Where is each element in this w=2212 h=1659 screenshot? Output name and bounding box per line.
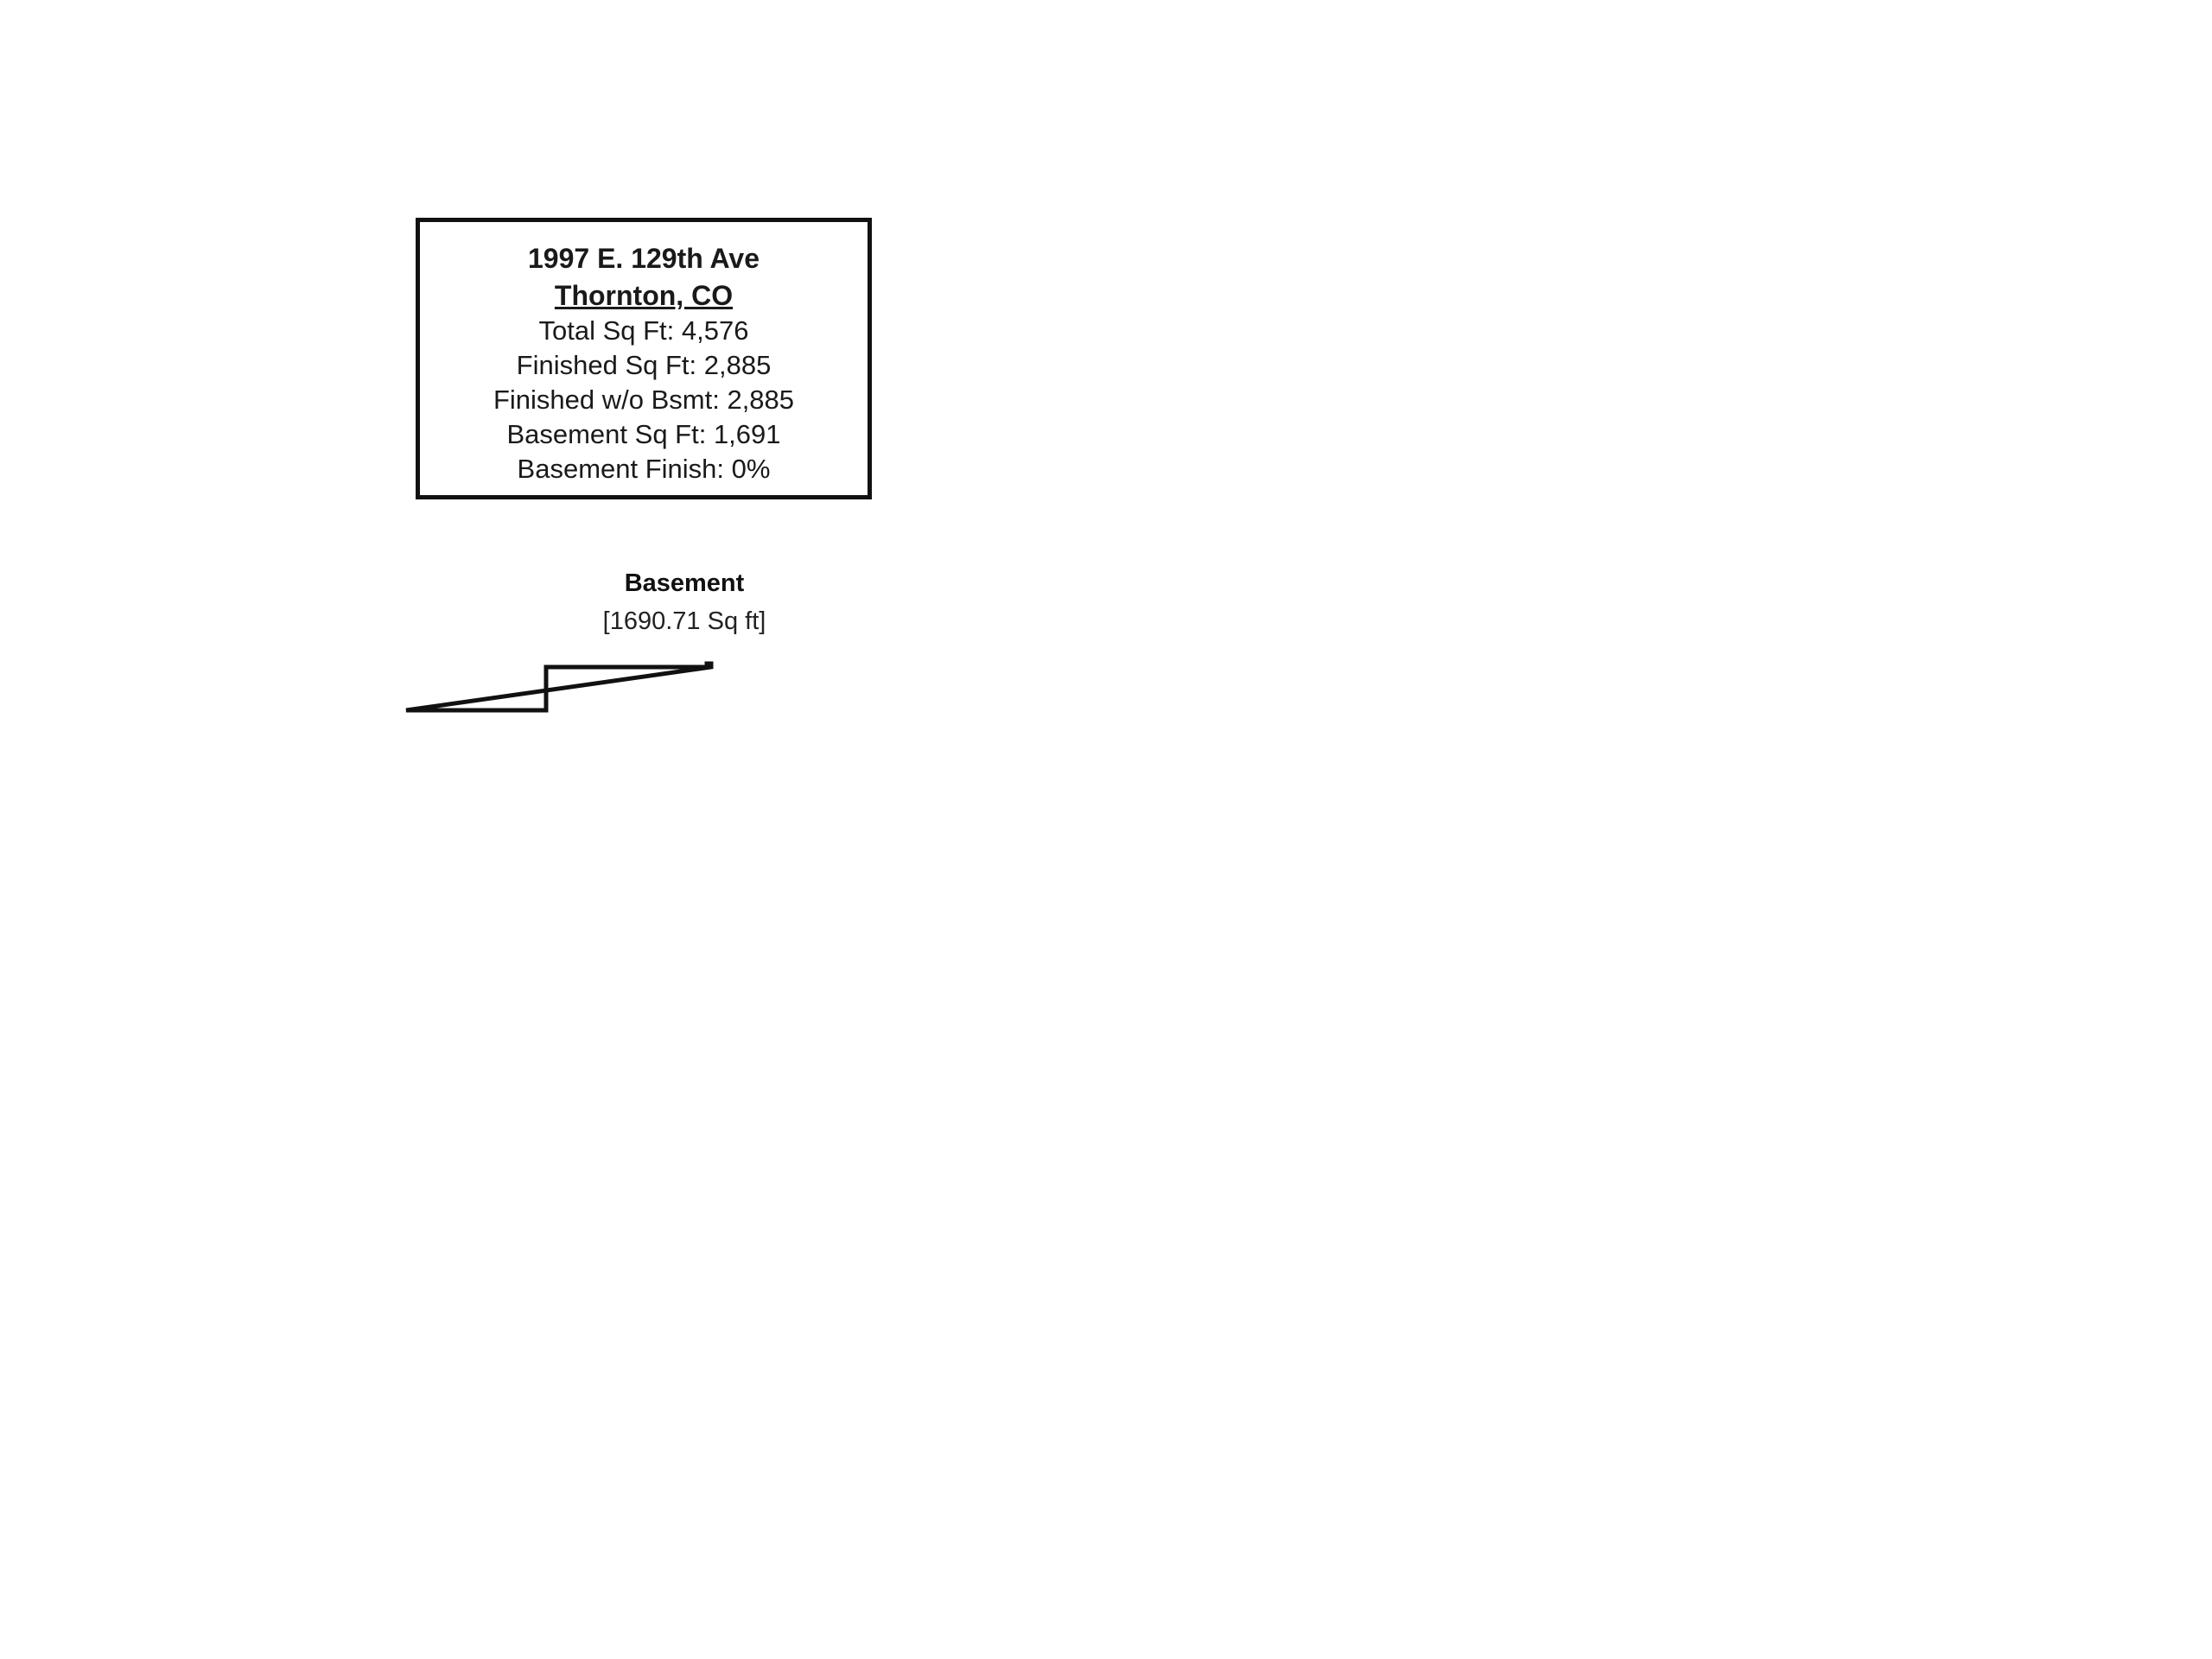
finished-sqft: Finished Sq Ft: 2,885 [516, 350, 772, 380]
basement-finish: Basement Finish: 0% [517, 454, 771, 484]
total-sqft: Total Sq Ft: 4,576 [538, 315, 749, 346]
basement-title: Basement [625, 569, 745, 597]
property-address: 1997 E. 129th Ave [527, 243, 760, 274]
basement-level: Basement [1690.71 Sq ft] [405, 569, 766, 713]
basement-area: [1690.71 Sq ft] [603, 607, 766, 635]
finished-wo-bsmt: Finished w/o Bsmt: 2,885 [493, 385, 795, 415]
property-city: Thornton, CO [554, 280, 734, 311]
basement-outline [405, 661, 714, 713]
basement-sqft: Basement Sq Ft: 1,691 [506, 419, 781, 449]
property-info-box: 1997 E. 129th Ave Thornton, CO Total Sq … [416, 218, 872, 499]
